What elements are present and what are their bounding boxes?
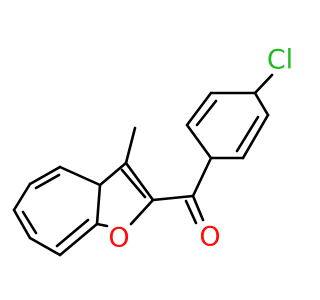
bond (58, 165, 102, 187)
bond (191, 156, 213, 198)
bond (12, 208, 32, 240)
carbonyl-oxygen-label: O (199, 222, 220, 253)
bond (235, 115, 260, 153)
bond (129, 198, 155, 226)
bond (95, 183, 102, 226)
bond (12, 182, 32, 212)
molecule-structure: Cl O O (0, 0, 300, 300)
bond (55, 218, 90, 248)
bond (191, 194, 205, 222)
bond (95, 222, 109, 228)
bond (124, 161, 155, 202)
bond (120, 168, 147, 199)
bond (151, 194, 195, 202)
bond (98, 161, 128, 187)
bond (28, 236, 62, 257)
bond (124, 126, 137, 165)
bond (253, 73, 274, 95)
bond (58, 222, 99, 257)
bond (21, 210, 38, 235)
bond (241, 113, 270, 160)
bond (253, 91, 270, 117)
bond (195, 99, 218, 127)
bond (185, 123, 213, 160)
ring-oxygen-label: O (108, 223, 129, 254)
bond (28, 165, 62, 186)
bond (185, 91, 213, 127)
background (0, 0, 300, 300)
bond (34, 173, 61, 190)
bond (184, 199, 198, 225)
chlorine-label: Cl (267, 45, 293, 76)
